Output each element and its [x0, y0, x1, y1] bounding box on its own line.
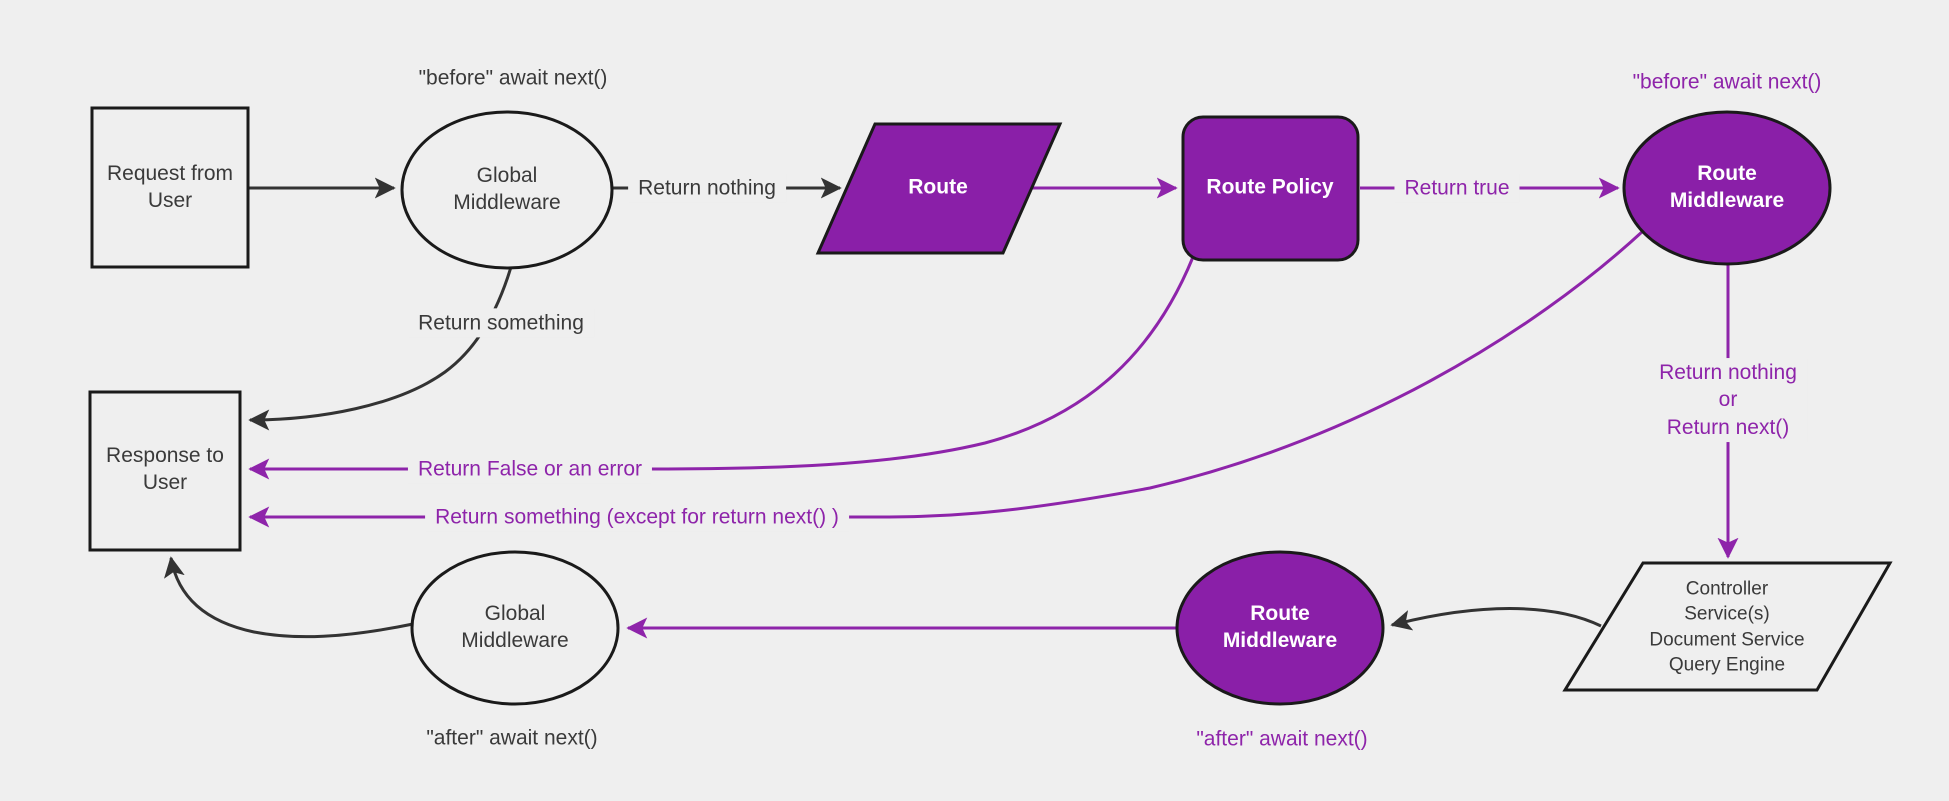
edge-global-middleware-return-something: [248, 266, 513, 431]
node-label-global-middleware-top: Global Middleware: [453, 163, 560, 217]
node-route-middleware-bottom: [1175, 550, 1385, 706]
node-label-line: Global: [484, 602, 546, 626]
edge-label-return-nothing-or-next: Return nothing or Return next(): [1649, 358, 1807, 442]
node-label-line: User: [147, 189, 193, 212]
edge-label-before-await-next-route: "before" await next(): [1632, 70, 1822, 94]
edge-route-middleware-return-something: [248, 229, 1645, 528]
node-route-middleware-top: [1622, 110, 1832, 266]
node-route-policy: [1181, 115, 1360, 262]
node-controller-services: [1562, 561, 1893, 692]
node-label-line: Controller: [1685, 578, 1769, 600]
node-label-line: Document Service: [1649, 629, 1805, 650]
node-label-line: Route: [908, 175, 968, 199]
node-label-global-middleware-bottom: Global Middleware: [461, 601, 568, 655]
node-label-line: Middleware: [461, 629, 569, 652]
node-label-line: Route: [1250, 602, 1310, 626]
node-response-to-user: [88, 390, 242, 552]
node-global-middleware-bottom: [410, 550, 620, 706]
edge-label-return-nothing-top: Return nothing: [628, 173, 786, 203]
edge-label-return-something-curve: Return something: [408, 308, 594, 338]
node-label-line: Global: [476, 164, 538, 188]
edge-label-line: Return next(): [1666, 415, 1790, 439]
node-label-line: Middleware: [1669, 189, 1785, 212]
edge-label-before-await-next-global: "before" await next(): [418, 66, 608, 90]
edge-label-return-false-or-error: Return False or an error: [407, 454, 653, 484]
edge-label-return-true: Return true: [1394, 173, 1520, 203]
edge-controller-to-route-middleware: [1390, 607, 1602, 631]
node-label-line: Query Engine: [1668, 654, 1786, 676]
edge-label-after-await-next-route: "after" await next(): [1196, 727, 1368, 751]
node-label-route-middleware-top: Route Middleware: [1670, 161, 1784, 215]
node-label-line: User: [142, 471, 188, 494]
node-label-line: Route: [1697, 162, 1757, 186]
node-label-request-from-user: Request from User: [107, 161, 233, 215]
edge-label-line: Return nothing: [1659, 361, 1797, 385]
node-label-line: Middleware: [1222, 629, 1338, 652]
node-label-line: Request from: [106, 162, 234, 186]
edge-label-return-something-except: Return something (except for return next…: [425, 502, 849, 532]
edge-label-after-await-next-global: "after" await next(): [426, 726, 598, 750]
node-global-middleware-top: [400, 110, 614, 270]
edge-route-policy-return-false: [248, 256, 1195, 480]
edge-global-middleware-to-response: [163, 556, 414, 639]
node-label-line: Middleware: [453, 191, 561, 214]
node-label-response-to-user: Response to User: [106, 443, 224, 497]
node-label-line: Response to: [106, 444, 224, 468]
node-route: [815, 122, 1063, 255]
node-label-line: Service(s): [1684, 603, 1770, 625]
edge-label-line: or: [1718, 388, 1738, 412]
node-label-route-policy: Route Policy: [1206, 175, 1333, 202]
node-label-line: Route Policy: [1206, 175, 1334, 199]
node-label-route-middleware-bottom: Route Middleware: [1223, 601, 1337, 655]
node-request-from-user: [90, 106, 250, 269]
node-label-route: Route: [908, 175, 968, 202]
node-label-controller-services: Controller Service(s) Document Service Q…: [1649, 576, 1804, 677]
